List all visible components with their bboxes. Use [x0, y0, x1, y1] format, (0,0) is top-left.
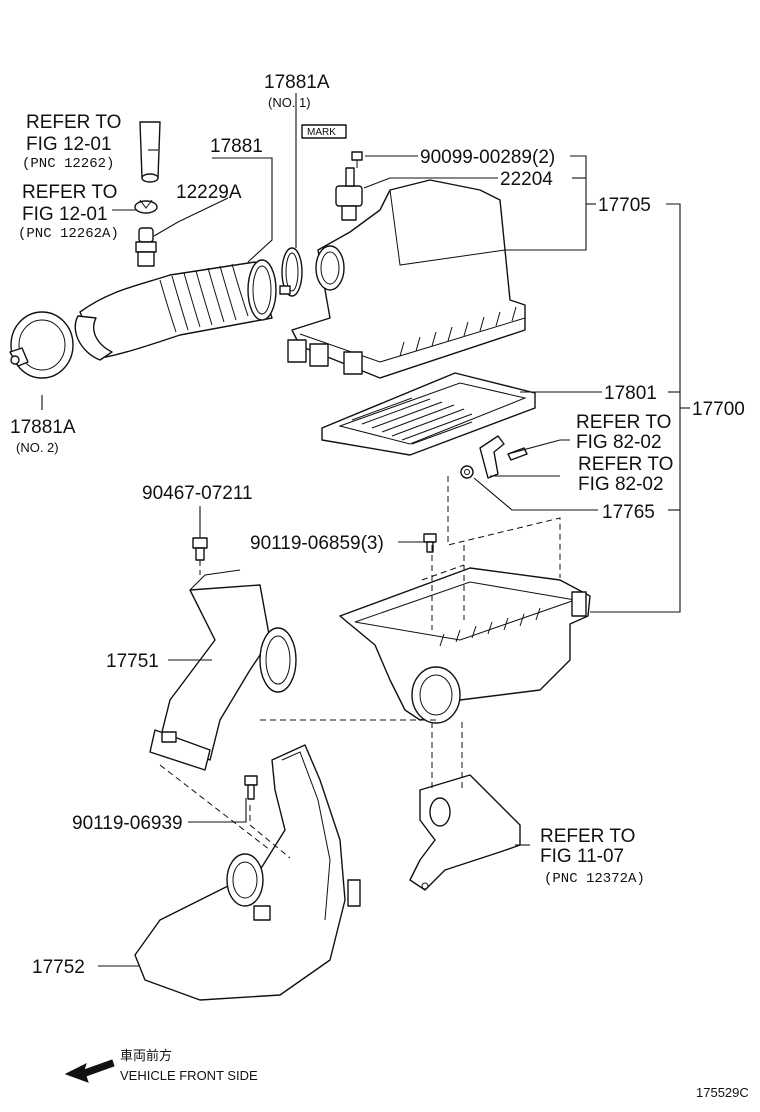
grommet-17765 [460, 465, 474, 479]
label-90099-00289: 90099-00289(2) [420, 147, 555, 168]
refer-tube-upper [139, 121, 161, 183]
bracket-refer-82-02 [479, 435, 528, 479]
fig-label-2: FIG 12-01 [22, 204, 108, 225]
label-17881: 17881 [210, 136, 263, 157]
connector-12229a [135, 227, 157, 267]
label-90467-07211: 90467-07211 [142, 483, 253, 504]
diagram-code: 175529C [696, 1085, 749, 1100]
label-17765: 17765 [602, 502, 655, 523]
label-17801: 17801 [604, 383, 657, 404]
mass-air-flow-sensor-22204 [335, 167, 363, 221]
refer-label-1: REFER TO [26, 112, 121, 133]
intake-duct-17751 [149, 569, 297, 771]
leader-lines [41, 93, 690, 967]
refer-label-3: REFER TO [576, 412, 671, 433]
bolt-90119-06939 [244, 775, 258, 800]
label-no1: (NO. 1) [268, 95, 311, 110]
vehicle-front-arrow-icon [64, 1059, 115, 1083]
air-cleaner-case [339, 567, 591, 724]
air-cleaner-hose-17881 [74, 259, 277, 361]
label-17881a-no1: 17881A [264, 72, 330, 93]
mark-label: MARK [307, 127, 336, 138]
screw-90099-00289 [351, 151, 363, 168]
refer-label-2: REFER TO [22, 182, 117, 203]
label-90119-06939: 90119-06939 [72, 813, 183, 834]
refer-label-5: REFER TO [540, 826, 635, 847]
refer-tube-cap [134, 199, 158, 214]
label-no2: (NO. 2) [16, 440, 59, 455]
label-17700: 17700 [692, 399, 745, 420]
hose-clamp-no1 [279, 247, 303, 297]
label-17881a-no2: 17881A [10, 417, 76, 438]
air-filter-element-17801 [321, 372, 536, 456]
fig-label-5: FIG 11-07 [540, 846, 624, 867]
label-17705: 17705 [598, 195, 651, 216]
vehicle-front-en: VEHICLE FRONT SIDE [120, 1068, 258, 1083]
fig-label-1: FIG 12-01 [26, 134, 112, 155]
label-90119-06859: 90119-06859(3) [250, 533, 384, 554]
label-22204: 22204 [500, 169, 553, 190]
mark-box [301, 124, 347, 139]
pnc-label-1: (PNC 12262) [22, 156, 114, 172]
mount-bracket-refer-11-07 [409, 774, 521, 891]
fig-label-4: FIG 82-02 [578, 474, 664, 495]
label-17752: 17752 [32, 957, 85, 978]
bolt-90467-07211 [192, 537, 208, 561]
pnc-label-2: (PNC 12262A) [18, 226, 119, 242]
vehicle-front-jp: 車両前方 [120, 1048, 172, 1063]
bolt-90119-06859 [423, 533, 437, 553]
fig-label-3: FIG 82-02 [576, 432, 662, 453]
intake-pipe-17752 [134, 744, 361, 1001]
dashed-guide-lines [159, 476, 561, 859]
refer-label-4: REFER TO [578, 454, 673, 475]
pnc-label-5: (PNC 12372A) [544, 871, 645, 887]
hose-clamp-no2 [9, 311, 74, 379]
label-17751: 17751 [106, 651, 159, 672]
label-12229a: 12229A [176, 182, 242, 203]
air-cleaner-cap-17705 [287, 179, 526, 379]
